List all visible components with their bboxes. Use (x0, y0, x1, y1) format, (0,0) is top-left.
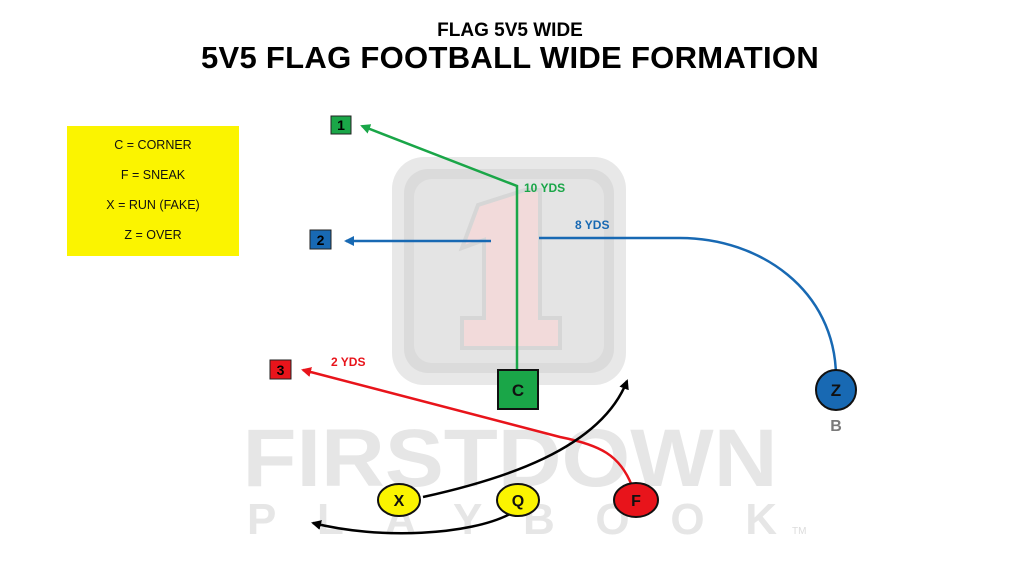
formation-title: 5V5 FLAG FOOTBALL WIDE FORMATION (200, 40, 820, 75)
watermark-text: FIRSTDOWN PLAYBOOK TM (243, 413, 807, 544)
player-center: C (497, 369, 539, 410)
route-3-distance: 2 YDS (331, 355, 365, 369)
legend-item-over: Z = OVER (124, 228, 182, 242)
player-f: F (613, 482, 659, 518)
formation-subtitle: FLAG 5V5 WIDE (437, 20, 583, 41)
route-corner-path (360, 124, 519, 370)
player-z-label: Z (831, 381, 841, 400)
receiver-3-label: 3 (277, 362, 285, 378)
route-qb-path (311, 512, 511, 535)
legend-item-corner: C = CORNER (114, 138, 192, 152)
legend-item-run-fake: X = RUN (FAKE) (106, 198, 200, 212)
receiver-1-marker: 1 (330, 115, 352, 135)
player-z: Z B (815, 369, 857, 435)
route-2-distance: 8 YDS (575, 218, 609, 232)
player-z-sublabel: B (830, 418, 842, 435)
player-center-label: C (512, 381, 524, 400)
route-run-fake-path (422, 379, 629, 499)
receiver-2-label: 2 (317, 232, 325, 248)
player-x-label: X (394, 493, 405, 510)
player-x: X (377, 483, 421, 517)
watermark-logo (392, 157, 626, 385)
watermark-trademark: TM (792, 526, 806, 537)
route-sneak-path (301, 367, 634, 487)
player-qb-label: Q (512, 493, 524, 510)
legend-item-sneak: F = SNEAK (120, 168, 186, 182)
receiver-2-marker: 2 (309, 229, 332, 250)
route-over-path (539, 236, 838, 377)
player-f-label: F (631, 493, 641, 510)
receiver-3-marker: 3 (269, 359, 292, 380)
route-legend: C = CORNER F = SNEAK X = RUN (FAKE) Z = … (67, 126, 239, 256)
route-1-distance: 10 YDS (524, 181, 565, 195)
player-qb: Q (496, 483, 540, 517)
receiver-1-label: 1 (337, 117, 345, 133)
